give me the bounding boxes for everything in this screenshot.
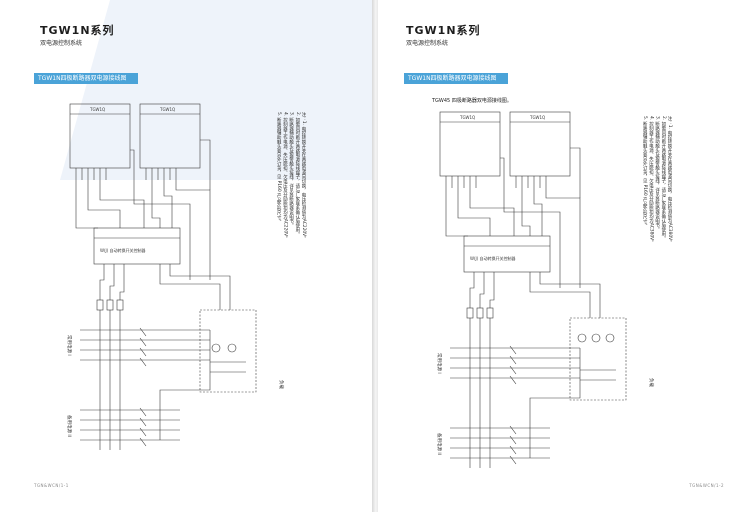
note-line: 注：1. 电控转换开关在两路电源间切换，电压检测值为AC380V。 xyxy=(667,116,672,245)
diagram-caption: TGW45 四极断路器双电源接线图。 xyxy=(432,98,512,104)
load-label: 负载 xyxy=(648,378,655,387)
decorative-background-shape xyxy=(60,0,372,180)
note-line: 4. 控制器工作电源、失压脱扣、欠电压及分励脱扣均为AC220V。 xyxy=(282,112,288,241)
series-subtitle: 双电源控制系统 xyxy=(406,40,449,47)
breaker-1-label: TGW1Q xyxy=(459,115,475,120)
load-label: 负载 xyxy=(278,380,285,389)
source-1-label: 常用电源 I xyxy=(436,353,443,374)
controller-label: W(J) 自动转换开关控制器 xyxy=(100,247,146,253)
source-2-label: 备用电源 II xyxy=(436,433,443,455)
wiring-schematic: TGW1Q TGW1Q W(J) 自动转换开关控制器 负载 常用电源 I 备用电… xyxy=(436,111,655,468)
note-line: 3. 断路器辅助触头及报警触头接线，详见各断路器说明书。 xyxy=(654,116,660,232)
source-2-label: 备用电源 II xyxy=(66,415,73,437)
source-1-label: 常用电源 I xyxy=(66,335,73,356)
wiring-notes: 注：1. 电控转换开关在两路电源间切换，电压检测值为AC220V。 2. 如需同… xyxy=(262,112,306,352)
note-line: 5. 断路器辅助触头要另外订货，见 P160 产品外形尺寸。 xyxy=(276,112,282,224)
page-footer: TGN&WCN/1-1 xyxy=(34,483,69,488)
page-footer: TGN&WCN/1-2 xyxy=(689,483,724,488)
wiring-notes: 注：1. 电控转换开关在两路电源间切换，电压检测值为AC380V。 2. 如需同… xyxy=(628,116,672,356)
section-title-bar: TGW1N四极断路器双电源接线图 xyxy=(404,73,508,84)
series-title: TGW1N系列 xyxy=(40,24,115,37)
note-line: 5. 断路器辅助触头要另外订货，见 P160 产品外形尺寸。 xyxy=(642,116,648,228)
note-line: 注：1. 电控转换开关在两路电源间切换，电压检测值为AC220V。 xyxy=(301,112,306,241)
note-line: 2. 如需同时断开两路电源接线端子，请与厂家联系确认后使用。 xyxy=(660,116,666,241)
note-line: 3. 断路器辅助触头及报警触头接线，详见各断路器说明书。 xyxy=(288,112,294,228)
controller-label: W(J) 自动转换开关控制器 xyxy=(470,255,516,261)
note-line: 2. 如需同时断开两路电源接线端子，请与厂家联系确认后使用。 xyxy=(294,112,300,237)
series-subtitle: 双电源控制系统 xyxy=(40,40,83,47)
breaker-1-label: TGW1Q xyxy=(89,107,105,112)
wiring-schematic: TGW1Q TGW1Q W(J) 自动转换开关控制器 负载 常用电源 I 备用电… xyxy=(66,103,285,450)
right-page: TGW1N系列 双电源控制系统 TGW1N四极断路器双电源接线图 TGW45 四… xyxy=(378,0,750,512)
breaker-2-label: TGW1Q xyxy=(159,107,175,112)
section-title-bar: TGW1N四极断路器双电源接线图 xyxy=(34,73,138,84)
breaker-2-label: TGW1Q xyxy=(529,115,545,120)
series-title: TGW1N系列 xyxy=(406,24,481,37)
note-line: 4. 控制器工作电源、失压脱扣、欠电压及分励脱扣均为AC380V。 xyxy=(648,116,654,245)
left-page: TGW1N系列 双电源控制系统 TGW1N四极断路器双电源接线图 xyxy=(0,0,372,512)
book-gutter xyxy=(372,0,378,512)
